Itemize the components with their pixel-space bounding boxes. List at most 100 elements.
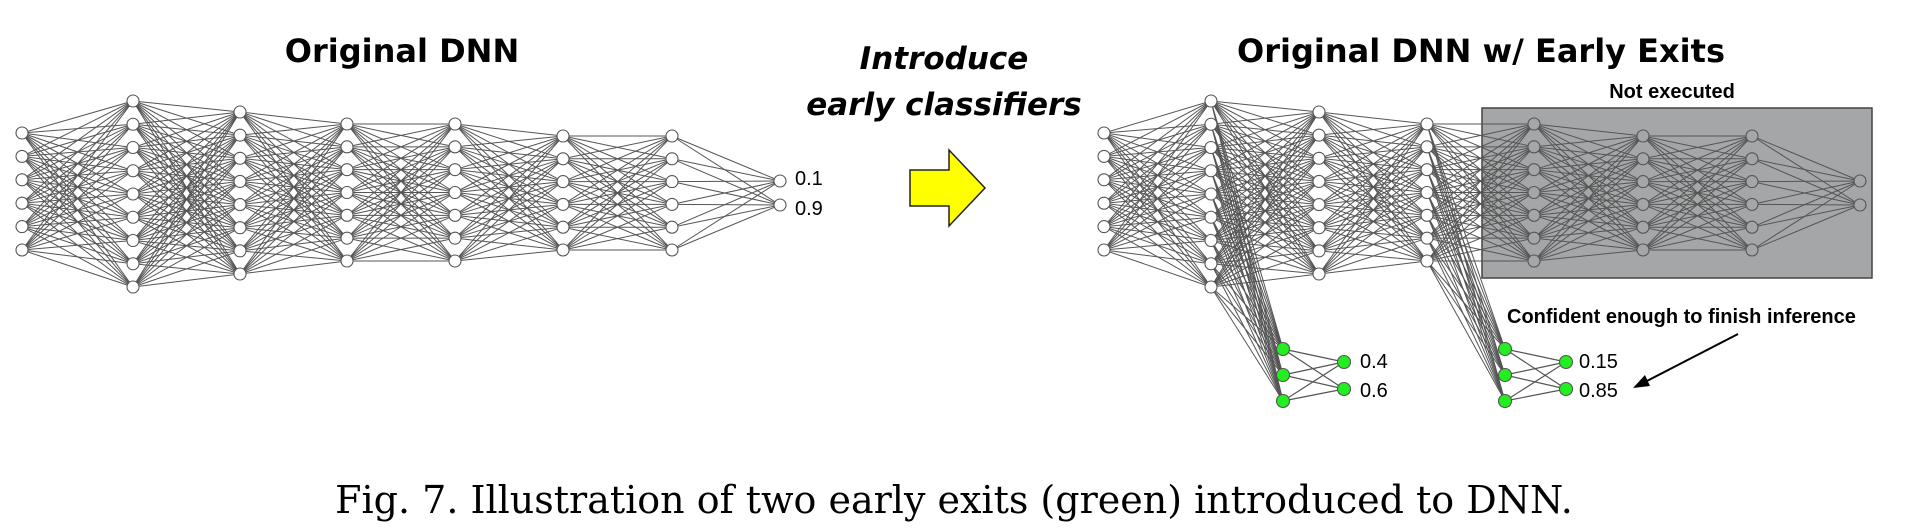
neuron — [1745, 175, 1759, 189]
network-edge — [1426, 215, 1506, 376]
network-edge — [1282, 388, 1345, 402]
network-edge — [1426, 169, 1506, 402]
figure-caption: Fig. 7. Illustration of two early exits … — [335, 478, 1573, 522]
network-edge — [1426, 237, 1506, 376]
neuron — [126, 210, 140, 224]
confident-arrow-line — [1642, 333, 1739, 384]
network-edge — [346, 146, 456, 262]
network-edge — [1426, 123, 1535, 148]
network-edge — [132, 111, 241, 195]
network-edge — [1533, 181, 1644, 262]
left-network-edges — [21, 100, 781, 288]
network-edge — [454, 181, 564, 262]
exit2-output-2: 0.85 — [1579, 380, 1618, 402]
network-edge — [1642, 135, 1753, 251]
network-edge — [132, 111, 241, 172]
network-edge — [1533, 135, 1644, 171]
neuron — [1312, 244, 1326, 258]
neuron — [1745, 220, 1759, 234]
network-edge — [132, 250, 241, 288]
network-edge — [1103, 100, 1212, 251]
neuron — [1636, 129, 1650, 143]
network-edge — [132, 204, 241, 288]
network-edge — [21, 240, 134, 251]
network-edge — [671, 180, 781, 205]
network-edge — [1210, 217, 1284, 376]
neuron — [1745, 197, 1759, 211]
network-edge — [562, 135, 673, 160]
network-edge — [1426, 260, 1506, 350]
network-edge — [1210, 240, 1284, 376]
network-edge — [1533, 135, 1644, 216]
network-edge — [454, 135, 564, 193]
network-edge — [562, 135, 673, 228]
network-edge — [132, 181, 241, 288]
network-edge — [1210, 286, 1284, 376]
network-edge — [671, 204, 781, 228]
neuron — [233, 174, 247, 188]
network-edge — [1210, 286, 1284, 350]
network-edge — [21, 249, 134, 265]
network-edge — [671, 158, 781, 182]
network-edge — [1103, 123, 1212, 251]
neuron — [1204, 257, 1218, 271]
neuron — [1420, 163, 1434, 177]
neuron — [665, 243, 679, 257]
right-network-edges — [1103, 100, 1861, 288]
neuron — [340, 185, 354, 200]
network-edge — [239, 123, 348, 159]
network-edge — [1103, 249, 1212, 265]
network-edge — [562, 158, 673, 251]
network-edge — [239, 123, 348, 275]
network-edge — [1210, 134, 1320, 288]
network-edge — [1210, 111, 1320, 148]
network-edge — [346, 123, 456, 262]
right-title: Original DNN w/ Early Exits — [1237, 32, 1725, 70]
exit-neuron — [1497, 341, 1513, 357]
neuron — [1312, 151, 1326, 165]
neuron — [1853, 198, 1867, 212]
left-title: Original DNN — [285, 32, 519, 70]
neuron — [340, 254, 354, 268]
network-edge — [454, 135, 564, 239]
network-edge — [1426, 146, 1506, 350]
exit1-output-2: 0.6 — [1360, 380, 1388, 402]
neuron — [1312, 221, 1326, 235]
network-edge — [1642, 181, 1753, 251]
neuron — [1204, 94, 1218, 108]
network-edge — [346, 123, 456, 171]
network-edge — [1103, 193, 1212, 251]
neuron — [1204, 280, 1218, 294]
network-edge — [1751, 204, 1861, 228]
neuron — [1636, 152, 1650, 166]
network-edge — [1210, 263, 1284, 350]
network-edge — [1642, 135, 1753, 183]
neuron — [665, 175, 679, 189]
network-edge — [1426, 123, 1535, 171]
left-network-nodes — [15, 94, 787, 294]
network-edge — [1103, 100, 1212, 227]
network-edge — [1533, 226, 1644, 262]
neuron — [1204, 140, 1218, 155]
network-edge — [1504, 388, 1567, 402]
network-edge — [1210, 111, 1320, 218]
neuron — [556, 175, 570, 189]
network-edge — [1642, 135, 1753, 205]
neuron — [556, 243, 570, 257]
network-edge — [1210, 193, 1284, 350]
neuron — [556, 220, 570, 234]
neuron — [1204, 210, 1218, 224]
network-edge — [1210, 181, 1320, 288]
neuron — [1527, 231, 1541, 245]
network-edge — [671, 203, 781, 206]
network-edge — [239, 214, 348, 275]
neuron — [556, 197, 570, 211]
network-edge — [346, 123, 456, 193]
network-edge — [454, 123, 564, 137]
introduce-line-1: Introduce — [860, 41, 1029, 77]
neuron — [1636, 175, 1650, 189]
network-edge — [1103, 100, 1212, 157]
network-edge — [1210, 157, 1320, 288]
network-edge — [1318, 146, 1428, 275]
